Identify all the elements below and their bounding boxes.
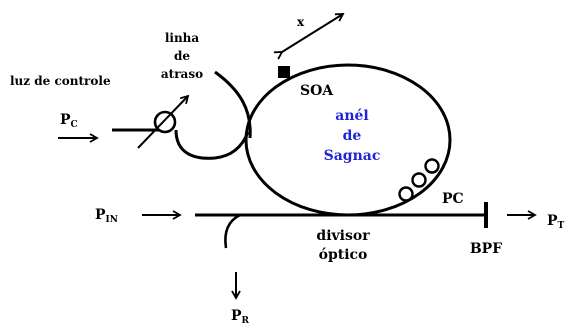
coupler-label-2: óptico (319, 247, 368, 263)
polarization-controller-label: PC (442, 191, 464, 207)
control-light-label: luz de controle (10, 74, 111, 88)
pc-label: PC (60, 112, 78, 130)
sagnac-label-2: de (343, 128, 362, 144)
delay-line-label-3: atraso (161, 67, 203, 81)
delay-line-label-1: linha (165, 31, 200, 45)
polarization-controller (398, 158, 440, 202)
pin-label: PIN (95, 207, 118, 225)
bpf-label: BPF (470, 241, 502, 257)
delay-line-label-2: de (174, 49, 190, 63)
reflected-branch (224, 213, 241, 249)
delay-loop-fiber (174, 129, 250, 160)
x-distance-arrow (273, 13, 345, 60)
soa-label: SOA (300, 83, 334, 99)
sagnac-label-3: Sagnac (324, 148, 381, 164)
x-label: x (297, 15, 305, 29)
delay-arc (214, 70, 252, 139)
soa-block (278, 66, 290, 78)
delay-element (153, 110, 177, 134)
sagnac-label-1: anél (335, 108, 368, 124)
pr-label: PR (231, 308, 250, 326)
delay-adjust-arrow (137, 94, 190, 149)
coupler-label-1: divisor (316, 228, 370, 244)
pt-label: PT (547, 213, 565, 231)
